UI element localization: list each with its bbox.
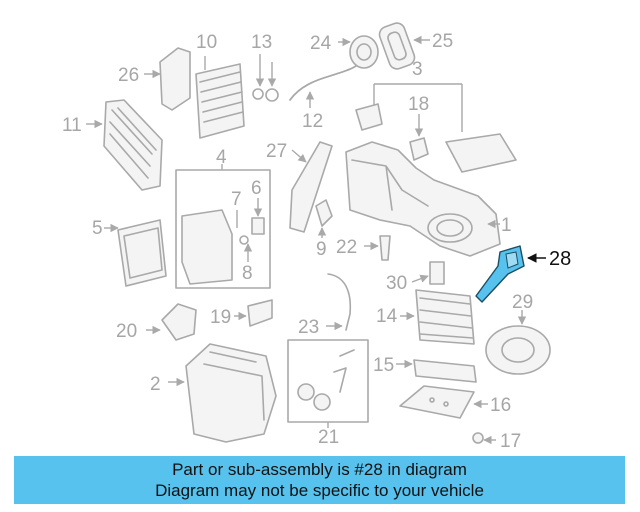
part-29-blower	[485, 310, 551, 375]
part-5	[104, 219, 167, 287]
callout-3: 3	[412, 59, 423, 80]
callout-25: 25	[432, 31, 453, 52]
callout-23: 23	[298, 317, 319, 338]
part-20	[146, 303, 197, 341]
part-13	[252, 54, 279, 102]
callout-7: 7	[231, 189, 242, 210]
callout-12: 12	[302, 111, 323, 132]
part-11	[86, 99, 163, 191]
callout-8: 8	[242, 263, 253, 284]
callout-1: 1	[501, 215, 512, 236]
banner-line-2: Diagram may not be specific to your vehi…	[155, 481, 484, 500]
callout-6: 6	[251, 178, 262, 199]
info-banner: Part or sub-assembly is #28 in diagram D…	[14, 456, 625, 504]
part-26	[144, 47, 191, 111]
callout-15: 15	[373, 355, 394, 376]
callout-28-highlighted: 28	[549, 248, 571, 270]
part-2-housing	[168, 343, 277, 443]
part-24	[338, 35, 379, 69]
callout-5: 5	[92, 218, 103, 239]
part-14	[400, 289, 475, 345]
callout-29: 29	[512, 292, 533, 313]
callout-13: 13	[251, 32, 272, 53]
part-15	[396, 359, 477, 383]
parts-diagram: 1 2 3 4 5 6 7 8 9 10 11 12 13 14 15 16 1…	[62, 22, 571, 452]
part-10	[195, 56, 245, 139]
part-27	[289, 141, 333, 233]
part-3-bracket	[355, 83, 517, 173]
callout-26: 26	[118, 65, 139, 86]
part-28-highlighted	[475, 245, 546, 303]
callout-21: 21	[318, 427, 339, 448]
callout-19: 19	[210, 307, 231, 328]
part-17	[472, 432, 496, 445]
callout-11: 11	[62, 115, 82, 136]
callout-10: 10	[196, 32, 217, 53]
part-12	[289, 65, 357, 108]
callout-9: 9	[316, 239, 327, 260]
part-4-box	[175, 164, 271, 289]
part-1-housing	[345, 141, 501, 257]
callout-17: 17	[500, 431, 521, 452]
part-19	[234, 299, 273, 327]
callout-22: 22	[336, 237, 357, 258]
callout-30: 30	[386, 273, 407, 294]
banner-line-1: Part or sub-assembly is #28 in diagram	[172, 460, 467, 479]
callout-4: 4	[216, 147, 227, 168]
callout-2: 2	[150, 374, 161, 395]
callout-18: 18	[408, 94, 429, 115]
part-23	[326, 273, 352, 331]
part-9	[315, 199, 333, 238]
part-22	[364, 235, 391, 261]
part-25	[378, 22, 430, 70]
part-21-box	[287, 339, 369, 428]
callout-20: 20	[116, 321, 137, 342]
callout-14: 14	[376, 306, 398, 327]
part-16	[399, 385, 488, 419]
callout-24: 24	[310, 33, 332, 54]
callout-16: 16	[490, 395, 511, 416]
part-18	[409, 114, 429, 161]
part-30	[411, 261, 445, 285]
callout-27: 27	[266, 141, 287, 162]
